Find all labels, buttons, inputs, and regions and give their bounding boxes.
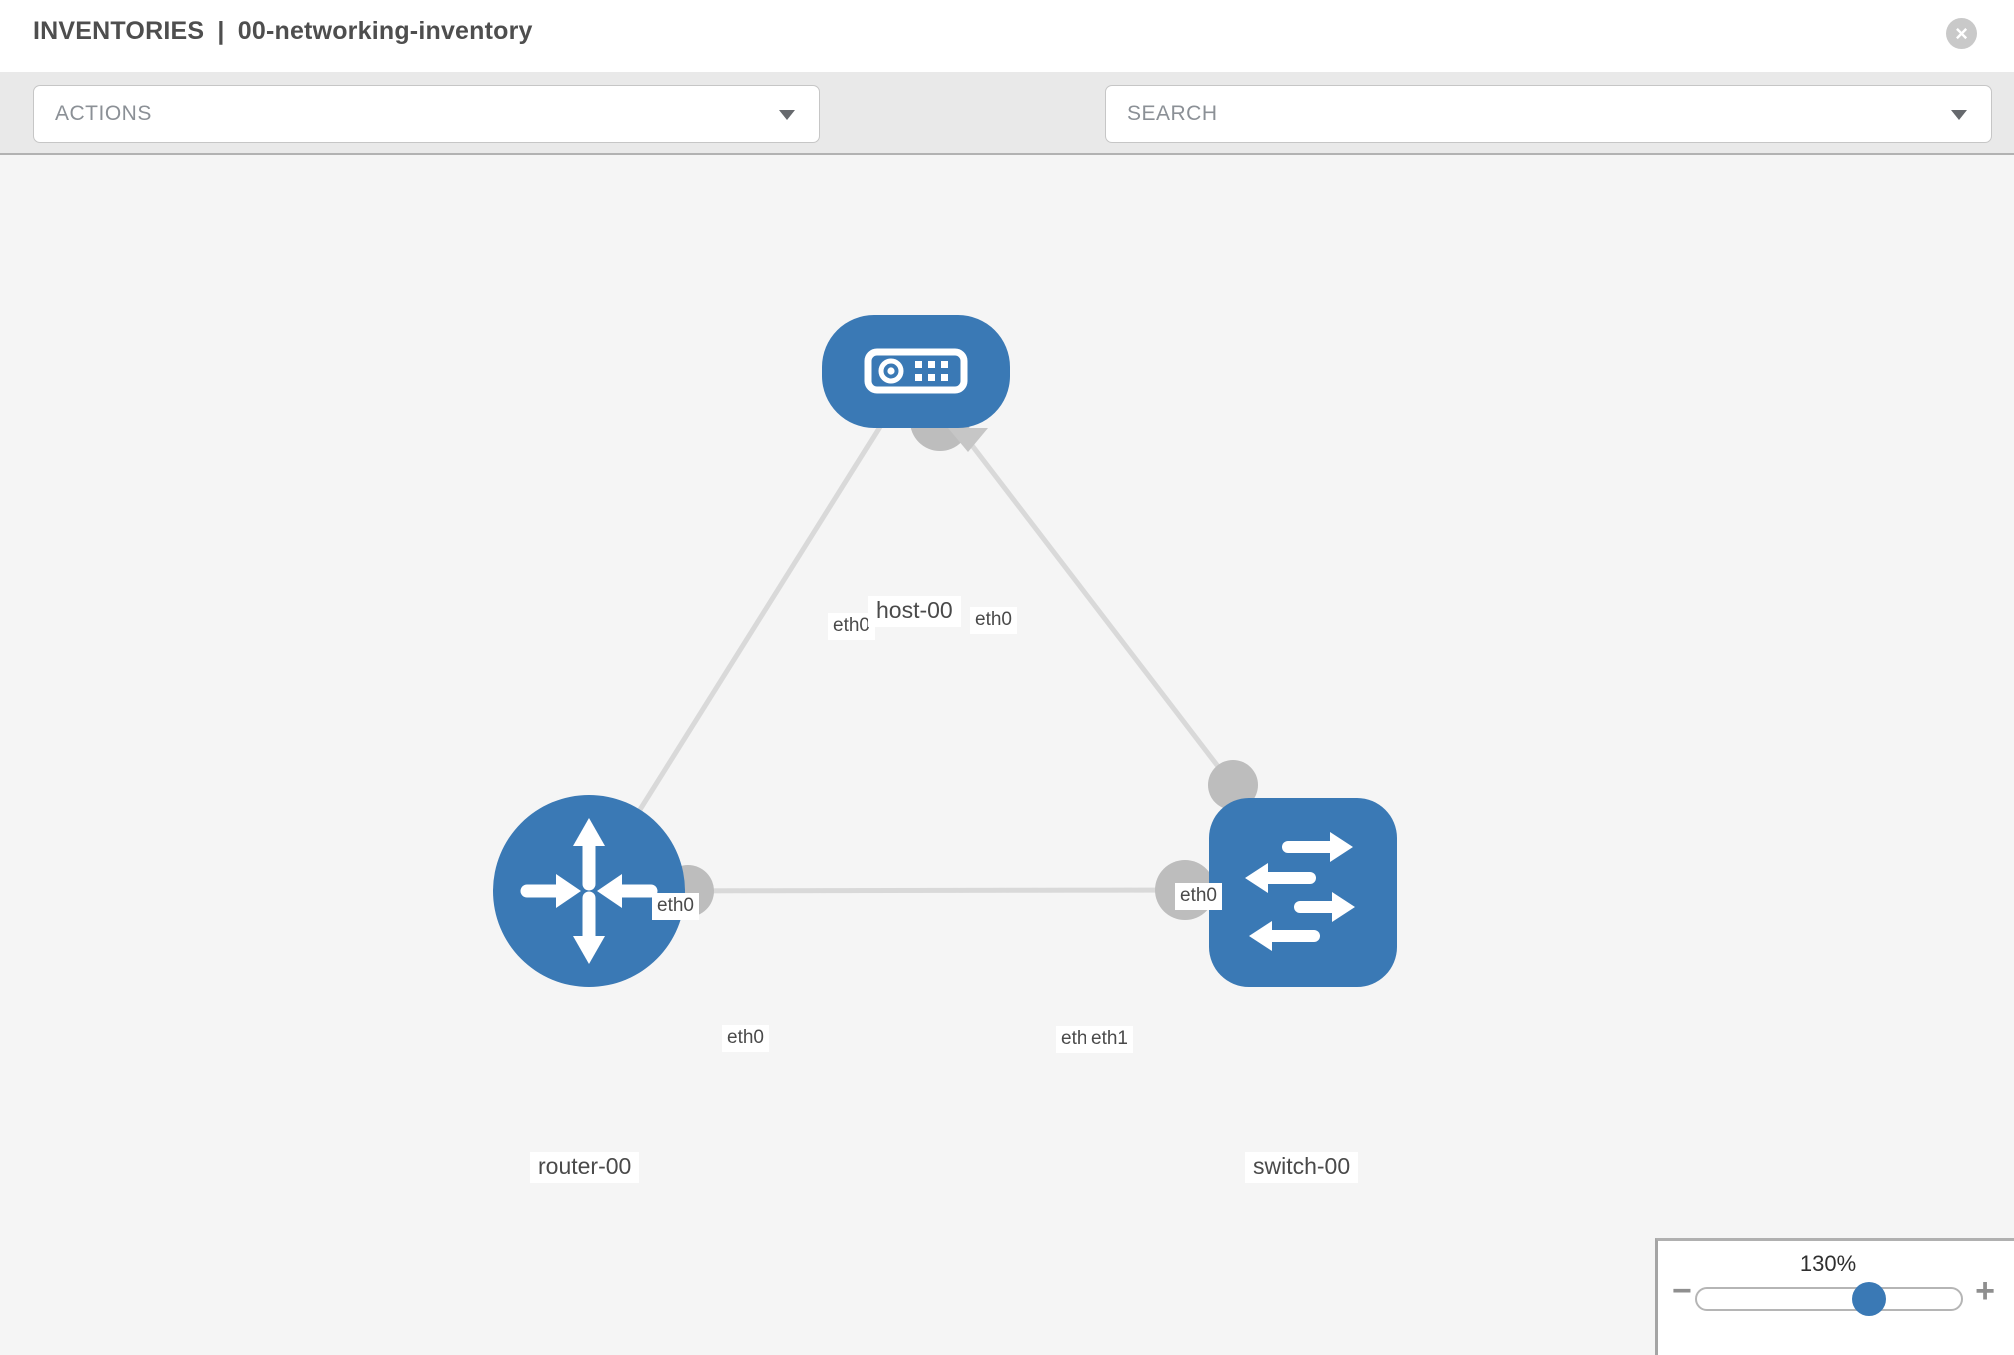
actions-dropdown-label: ACTIONS [55,102,152,125]
interface-label: eth0 [828,613,875,640]
node-label-host-00: host-00 [868,596,961,627]
topology-canvas[interactable]: eth0 host-00 eth0 eth0 eth0 eth0 eth0 et… [0,155,2014,1355]
router-icon [520,818,658,964]
topology-graph [493,315,1397,987]
close-icon[interactable]: × [1946,18,1977,49]
breadcrumb-separator: | [217,17,225,45]
chevron-down-icon [1951,110,1967,120]
actions-dropdown[interactable]: ACTIONS [33,85,820,143]
zoom-slider[interactable] [1695,1282,1963,1316]
breadcrumb: INVENTORIES | 00-networking-inventory [33,17,539,46]
node-router-00[interactable] [493,795,685,987]
node-label-router-00: router-00 [530,1152,640,1183]
zoom-in-button[interactable]: + [1975,1272,1995,1310]
zoom-level: 130% [1799,1251,1857,1276]
node-switch-00[interactable] [1209,798,1397,987]
search-dropdown[interactable]: SEARCH [1105,85,1992,143]
interface-label: eth0 [722,1025,769,1052]
interface-label: eth1 [1086,1026,1133,1053]
interface-label: eth0 [970,607,1017,634]
switch-icon [1245,832,1355,951]
chevron-down-icon [779,110,795,120]
link-arrowhead [948,428,988,452]
interface-label: eth0 [652,893,699,920]
breadcrumb-name: 00-networking-inventory [237,17,533,45]
host-icon [864,348,968,394]
breadcrumb-section: INVENTORIES [33,17,205,45]
header-bar: INVENTORIES | 00-networking-inventory × [0,0,2014,72]
interface-label: eth0 [1175,883,1222,910]
zoom-slider-thumb[interactable] [1852,1282,1886,1316]
search-placeholder: SEARCH [1127,102,1218,125]
link-host-router [586,369,918,893]
endpoint-switch-top [1208,760,1258,810]
links [586,369,1235,894]
node-label-switch-00: switch-00 [1245,1152,1359,1183]
node-host-00[interactable] [822,315,1010,428]
close-glyph: × [1955,20,1968,46]
zoom-control-panel: 130% − + [1655,1238,2014,1355]
interface-endpoints [662,391,1258,920]
zoom-out-button[interactable]: − [1672,1272,1692,1310]
toolbar: ACTIONS SEARCH [0,72,2014,203]
